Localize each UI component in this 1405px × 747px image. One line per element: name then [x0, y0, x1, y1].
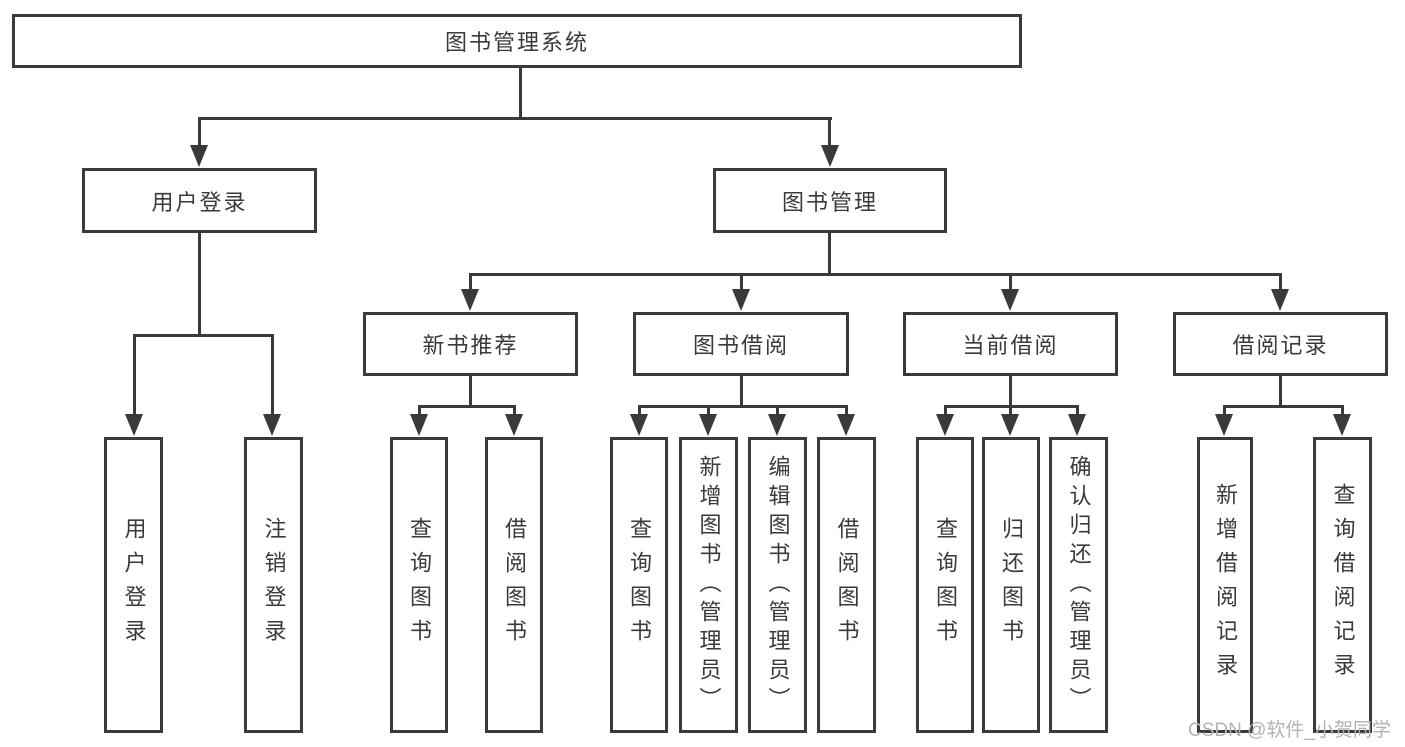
connector-line [133, 334, 136, 418]
connector-line [198, 233, 201, 336]
arrowhead [1068, 414, 1086, 436]
arrowhead [190, 145, 208, 167]
arrowhead [125, 414, 143, 436]
node-logout-login-leaf: 注销登录 [244, 437, 303, 733]
connector-line [740, 273, 743, 293]
connector-line [1009, 376, 1012, 407]
connector-line [828, 233, 831, 276]
node-record-add-borrow-record: 新增借阅记录 [1197, 437, 1253, 733]
connector-line [1223, 405, 1344, 408]
node-newbook-query-books-label: 查询图书 [407, 517, 432, 653]
node-record-add-borrow-record-label: 新增借阅记录 [1213, 483, 1238, 687]
connector-line [1223, 405, 1226, 418]
connector-line [469, 273, 1282, 276]
arrowhead [1001, 414, 1019, 436]
node-logout-login-leaf-label: 注销登录 [261, 517, 287, 653]
watermark: CSDN @软件_小贺同学 [1188, 720, 1391, 741]
node-current-return-books-label: 归还图书 [999, 517, 1024, 653]
connector-line [638, 405, 641, 418]
node-book-management: 图书管理 [713, 168, 947, 233]
node-borrow-edit-books-admin-label: 编辑图书（管理员） [765, 454, 791, 716]
arrowhead [837, 414, 855, 436]
node-record-query-borrow-record: 查询借阅记录 [1313, 437, 1372, 733]
node-current-confirm-return-admin-label: 确认归还（管理员） [1066, 454, 1092, 716]
arrowhead [1271, 289, 1289, 311]
arrowhead [1001, 289, 1019, 311]
node-newbook-query-books: 查询图书 [390, 437, 448, 733]
connector-line [1009, 405, 1012, 418]
connector-line [828, 117, 831, 150]
node-new-book-recommend-label: 新书推荐 [422, 333, 519, 358]
connector-line [418, 405, 421, 418]
connector-line [469, 273, 472, 293]
node-user-login-leaf: 用户登录 [104, 437, 163, 733]
arrowhead [732, 289, 750, 311]
node-borrow-edit-books-admin: 编辑图书（管理员） [748, 437, 807, 733]
connector-line [638, 405, 847, 408]
connector-line [707, 405, 710, 418]
connector-line [198, 117, 201, 150]
connector-line [133, 334, 274, 337]
node-borrow-record: 借阅记录 [1173, 312, 1388, 376]
node-borrow-add-books-admin-label: 新增图书（管理员） [696, 454, 722, 716]
node-newbook-borrow-books-label: 借阅图书 [502, 517, 527, 653]
node-borrow-borrow-books-label: 借阅图书 [834, 517, 860, 653]
node-borrow-add-books-admin: 新增图书（管理员） [679, 437, 738, 733]
connector-line [740, 376, 743, 407]
arrowhead [1215, 414, 1233, 436]
arrowhead [263, 414, 281, 436]
node-newbook-borrow-books: 借阅图书 [485, 437, 543, 733]
connector-line [271, 334, 274, 418]
connector-line [1341, 405, 1344, 418]
node-user-login-label: 用户登录 [151, 189, 248, 215]
connector-line [469, 376, 472, 407]
node-borrow-record-label: 借阅记录 [1232, 333, 1329, 358]
node-root-label: 图书管理系统 [444, 30, 589, 55]
connector-line [944, 405, 947, 418]
node-current-query-books: 查询图书 [916, 437, 974, 733]
node-borrow-query-books-label: 查询图书 [627, 517, 652, 653]
arrowhead [461, 289, 479, 311]
connector-line [519, 68, 522, 119]
node-book-management-label: 图书管理 [781, 189, 878, 215]
arrowhead [936, 414, 954, 436]
arrowhead [505, 414, 523, 436]
node-current-query-books-label: 查询图书 [933, 517, 958, 653]
arrowhead [821, 145, 839, 167]
arrowhead [699, 414, 717, 436]
node-root: 图书管理系统 [12, 14, 1022, 68]
arrowhead [630, 414, 648, 436]
node-current-borrow: 当前借阅 [903, 312, 1118, 376]
connector-line [198, 117, 832, 120]
arrowhead [1333, 414, 1351, 436]
node-user-login: 用户登录 [82, 168, 317, 233]
node-book-borrow: 图书借阅 [633, 312, 849, 376]
node-borrow-query-books: 查询图书 [610, 437, 668, 733]
connector-line [418, 405, 516, 408]
connector-line [1076, 405, 1079, 418]
node-new-book-recommend: 新书推荐 [363, 312, 578, 376]
connector-line [1279, 273, 1282, 293]
node-current-borrow-label: 当前借阅 [962, 333, 1059, 358]
connector-line [1279, 376, 1282, 407]
node-borrow-borrow-books: 借阅图书 [817, 437, 876, 733]
connector-line [513, 405, 516, 418]
connector-line [845, 405, 848, 418]
node-current-confirm-return-admin: 确认归还（管理员） [1049, 437, 1108, 733]
connector-line [1009, 273, 1012, 293]
arrowhead [768, 414, 786, 436]
arrowhead [410, 414, 428, 436]
node-record-query-borrow-record-label: 查询借阅记录 [1330, 483, 1356, 687]
node-book-borrow-label: 图书借阅 [692, 333, 789, 358]
node-current-return-books: 归还图书 [982, 437, 1040, 733]
connector-line [776, 405, 779, 418]
node-user-login-leaf-label: 用户登录 [121, 517, 147, 653]
